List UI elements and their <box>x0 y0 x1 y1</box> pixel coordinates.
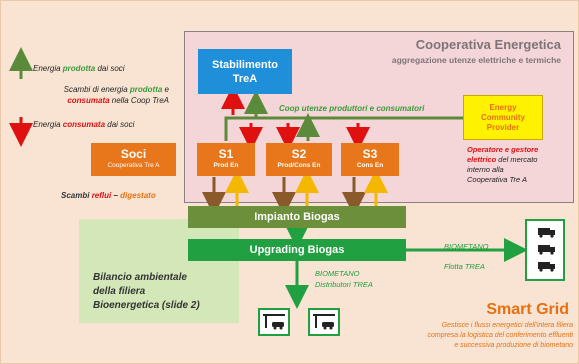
s2-box: S2 Prod/Cons En <box>266 143 332 176</box>
biometano-right-label: BIOMETANO Flotta TREA <box>444 242 489 271</box>
truck-icon <box>538 245 555 255</box>
fleet-box <box>525 219 565 281</box>
s1-box: S1 Prod En <box>197 143 255 176</box>
s3-box: S3 Cons En <box>341 143 399 176</box>
upgrading-biogas-box: Upgrading Biogas <box>188 239 406 261</box>
legend-produced: Energia prodotta dai soci <box>33 64 125 73</box>
fuel-station-icon <box>313 314 335 330</box>
stabilimento-box: Stabilimento TreA <box>198 49 292 94</box>
fuel-station-icon <box>263 314 285 330</box>
distributor-station-1 <box>258 308 290 336</box>
truck-icon <box>538 228 555 238</box>
truck-icon <box>538 262 555 272</box>
coop-title: Cooperativa Energetica <box>415 37 561 52</box>
operator-text: Operatore e gestore elettrico del mercat… <box>467 145 539 184</box>
scambi-label: Scambi reflui – digestato <box>61 191 156 200</box>
smart-grid-title: Smart Grid <box>486 301 569 318</box>
distributor-station-2 <box>308 308 340 336</box>
provider-box: Energy Community Provider <box>463 95 543 140</box>
coop-flow-label: Coop utenze produttori e consumatori <box>279 104 425 113</box>
smart-grid-description: Gestisce i flussi energetici dell'intera… <box>427 322 573 349</box>
impianto-biogas-box: Impianto Biogas <box>188 206 406 228</box>
coop-subtitle: aggregazione utenze elettriche e termich… <box>391 55 561 65</box>
legend-consumed: Energia consumata dai soci <box>33 120 135 129</box>
truck-icons <box>538 228 555 272</box>
biometano-down-label: BIOMETANO Distributori TREA <box>315 269 373 289</box>
legend-exchanges: Scambi di energia prodotta e consumata n… <box>63 85 169 105</box>
bilancio-area <box>79 219 239 323</box>
soci-box: Soci Cooperativa Tre A <box>91 143 176 176</box>
production-bus <box>224 116 476 141</box>
bilancio-text: Bilancio ambientale della filiera Bioene… <box>93 272 200 311</box>
